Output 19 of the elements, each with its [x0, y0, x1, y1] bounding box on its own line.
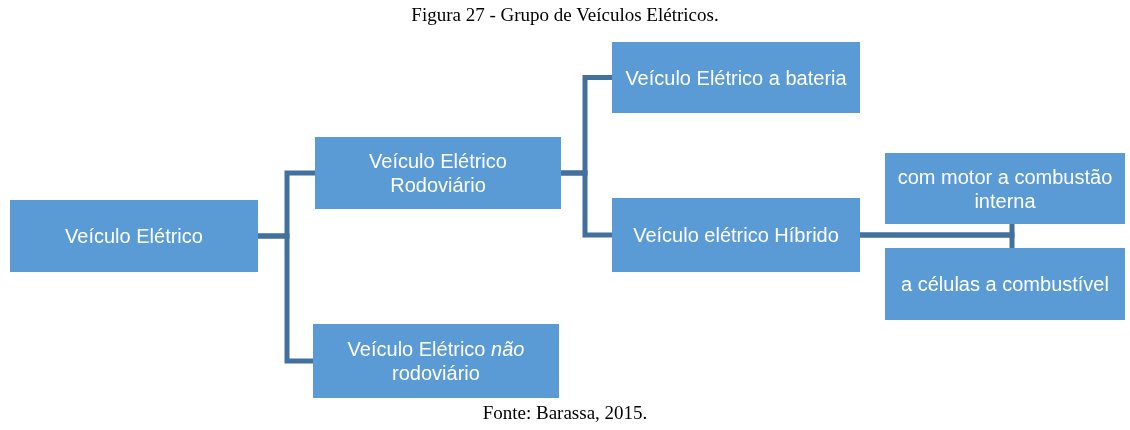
connector-line — [860, 232, 1015, 248]
box-label: Veículo elétrico Híbrido — [633, 223, 839, 247]
category-box — [885, 153, 1125, 224]
box-label: com motor a combustão interna — [896, 164, 1114, 213]
figure-title: Figura 27 - Grupo de Veículos Elétricos. — [411, 4, 719, 26]
connector-line — [561, 170, 612, 238]
category-box — [612, 198, 860, 272]
category-box — [315, 137, 561, 209]
box-label: a células a combustível — [901, 272, 1109, 296]
source-caption: Fonte: Barassa, 2015. — [482, 402, 648, 424]
box-label: Veículo Elétrico não rodoviário — [346, 337, 526, 385]
category-box — [313, 324, 559, 398]
category-box — [612, 42, 860, 113]
box-label: Veículo Elétrico — [65, 224, 203, 248]
box-label: Veículo Elétrico Rodoviário — [368, 149, 508, 197]
category-box — [885, 248, 1125, 320]
box-label: Veículo Elétrico a bateria — [625, 65, 847, 90]
category-box — [10, 200, 258, 272]
connector-line — [258, 233, 313, 364]
